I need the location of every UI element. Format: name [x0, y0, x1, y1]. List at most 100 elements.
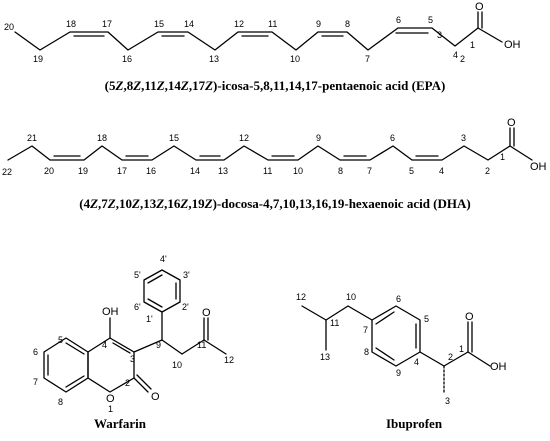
dha-caption-part: Z [107, 196, 116, 211]
warfarin-ring-double [65, 375, 85, 388]
warfarin-bond [181, 339, 205, 355]
warfarin-atom-number: 7 [33, 377, 38, 387]
epa-carbon-number: 16 [122, 54, 132, 64]
dha-carbon-number: 6 [390, 133, 395, 143]
ibuprofen-structure: O OH 1 2 3 4 5 6 7 8 9 10 11 12 13 [296, 292, 507, 406]
epa-carbon-number: 1 [470, 40, 475, 50]
ibuprofen-atom-number: 4 [414, 357, 419, 367]
ibuprofen-atom-number: 7 [363, 325, 368, 335]
warfarin-atom-number: 12 [224, 355, 234, 365]
epa-carbon-number: 10 [290, 54, 300, 64]
dha-caption-part: )-docosa-4,7,10,13,16,19-hexaenoic acid … [213, 196, 471, 211]
warfarin-bond [203, 339, 227, 355]
dha-caption-part: ,7 [98, 196, 108, 211]
dha-hydroxyl-bond [509, 145, 533, 161]
dha-carbon-number: 4 [439, 166, 444, 176]
dha-carbon-number: 19 [78, 166, 88, 176]
ibuprofen-hydroxyl-label: OH [490, 361, 507, 373]
dha-structure: O OH 22 21 20 19 18 17 16 15 14 13 12 11… [2, 117, 547, 177]
ibuprofen-bond [325, 305, 349, 321]
ibuprofen-atom-number: 11 [330, 318, 339, 328]
warfarin-atom-number: 2 [125, 378, 130, 388]
dha-caption-part: (4 [79, 196, 90, 211]
epa-caption-part: (5 [105, 78, 116, 93]
warfarin-atom-number: 6 [33, 347, 38, 357]
epa-caption-part: ,11 [141, 78, 157, 93]
epa-carbon-number: 5 [428, 15, 433, 25]
warfarin-caption: Warfarin [94, 416, 147, 431]
ibuprofen-bond [467, 351, 491, 367]
epa-carbon-number: 15 [154, 19, 164, 29]
warfarin-ring-oxygen: O [106, 393, 115, 405]
epa-carbon-number: 19 [33, 54, 43, 64]
dha-carbon-number: 18 [97, 133, 107, 143]
ibuprofen-atom-number: 10 [346, 292, 356, 302]
ibuprofen-ring-double [375, 311, 395, 325]
dha-caption-part: Z [131, 196, 140, 211]
warfarin-phenyl-ring [143, 269, 181, 313]
warfarin-bond [133, 339, 163, 353]
warfarin-atom-number: 8 [58, 397, 63, 407]
epa-hydroxyl-bond [477, 27, 503, 43]
dha-carbon-number: 11 [263, 166, 272, 176]
warfarin-atom-number: 5' [134, 270, 141, 280]
epa-caption: (5Z,8Z,11Z,14Z,17Z)-icosa-5,8,11,14,17-p… [105, 78, 446, 93]
epa-carbon-number: 11 [268, 19, 277, 29]
dha-carbon-number: 13 [218, 166, 228, 176]
warfarin-atom-number: 5 [58, 335, 63, 345]
epa-caption-part: )-icosa-5,8,11,14,17-pentaenoic acid (EP… [213, 78, 445, 93]
ibuprofen-atom-number: 5 [424, 314, 429, 324]
dha-carbon-number: 3 [461, 133, 466, 143]
epa-caption-part: Z [180, 78, 189, 93]
dha-caption-part: ,13 [140, 196, 157, 211]
warfarin-atom-number: 6' [134, 302, 141, 312]
epa-carbon-number: 8 [345, 19, 350, 29]
ibuprofen-atom-number: 3 [445, 396, 450, 406]
warfarin-atom-number: 1' [146, 314, 153, 324]
epa-carbon-number: 7 [365, 54, 370, 64]
epa-caption-part: ,8 [123, 78, 133, 93]
dha-caption-part: ,16 [164, 196, 181, 211]
epa-carbon-number: 6 [396, 15, 401, 25]
warfarin-structure: OH O O O 1 2 3 4 5 6 7 8 9 10 11 12 1' 2… [33, 254, 234, 414]
dha-carbon-number: 9 [316, 133, 321, 143]
dha-backbone [7, 145, 511, 161]
warfarin-atom-number: 11 [197, 340, 206, 350]
ibuprofen-bond [347, 305, 373, 321]
dha-carbon-number: 21 [27, 133, 37, 143]
epa-carbon-number: 2 [460, 54, 465, 64]
warfarin-phenyl-double [147, 274, 163, 284]
warfarin-phenyl-double [147, 298, 163, 308]
epa-caption-part: Z [204, 78, 213, 93]
epa-caption-part: Z [114, 78, 123, 93]
warfarin-atom-number: 10 [172, 360, 182, 370]
epa-carbon-number: 13 [209, 54, 219, 64]
ibuprofen-bond [419, 351, 445, 367]
epa-carbon-number: 20 [4, 22, 14, 32]
ibuprofen-atom-number: 12 [296, 292, 306, 302]
warfarin-atom-number: 2' [182, 302, 189, 312]
dha-caption: (4Z,7Z,10Z,13Z,16Z,19Z)-docosa-4,7,10,13… [79, 196, 470, 211]
dha-caption-part: ,19 [188, 196, 205, 211]
warfarin-hydroxyl-label: OH [102, 306, 119, 318]
warfarin-ketone-oxygen: O [202, 307, 211, 319]
epa-caption-part: ,17 [189, 78, 206, 93]
dha-carbon-number: 8 [338, 166, 343, 176]
warfarin-atom-number: 1 [108, 404, 113, 414]
epa-carbon-number: 12 [234, 19, 244, 29]
ibuprofen-benzene-ring [371, 305, 421, 367]
ibuprofen-atom-number: 2 [448, 352, 453, 362]
warfarin-benzo-ring [43, 337, 89, 393]
epa-backbone [14, 27, 479, 51]
epa-carbon-number: 18 [66, 19, 76, 29]
warfarin-bond [136, 374, 152, 390]
epa-carbon-number: 17 [102, 19, 112, 29]
epa-caption-part: Z [156, 78, 165, 93]
warfarin-atom-number: 4' [160, 254, 167, 264]
epa-caption-part: ,14 [165, 78, 182, 93]
epa-carbonyl-oxygen: O [475, 1, 484, 13]
warfarin-lactone-oxygen: O [151, 391, 160, 403]
epa-hydroxyl-label: OH [504, 39, 521, 51]
ibuprofen-atom-number: 6 [396, 294, 401, 304]
